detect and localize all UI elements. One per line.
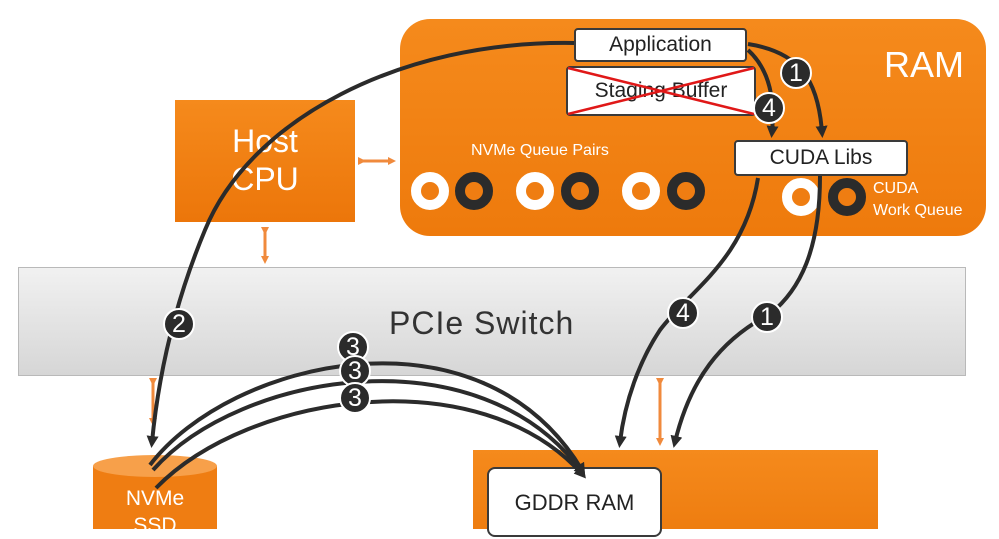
flow-arrow-4-mid — [614, 177, 760, 448]
queue-ring-filled-1 — [455, 172, 493, 210]
gddr-ram-box: GDDR RAM — [487, 467, 662, 537]
nvme-queue-pairs-label: NVMe Queue Pairs — [471, 142, 609, 159]
queue-ring-filled-3 — [667, 172, 705, 210]
step-badge-3c: 3 — [339, 382, 371, 414]
step-badge-3b: 3 — [339, 355, 371, 387]
queue-ring-open-2 — [516, 172, 554, 210]
queue-ring-filled-2 — [561, 172, 599, 210]
staging-buffer-cross — [567, 66, 755, 116]
step-badge-1-top: 1 — [780, 57, 812, 89]
queue-ring-open-3 — [622, 172, 660, 210]
application-label: Application — [609, 33, 712, 56]
step-badge-4-top: 4 — [753, 92, 785, 124]
cuda-ring-filled — [828, 178, 866, 216]
step-badge-4-mid: 4 — [667, 297, 699, 329]
flow-arrow-2 — [146, 40, 575, 448]
pcie-switch-label: PCIe Switch — [389, 305, 575, 341]
cuda-libs-box: CUDA Libs — [734, 140, 908, 176]
cuda-libs-label: CUDA Libs — [769, 146, 873, 169]
step-badge-2: 2 — [163, 308, 195, 340]
application-box: Application — [574, 28, 747, 62]
queue-ring-open-1 — [411, 172, 449, 210]
ram-label: RAM — [884, 44, 964, 85]
step-badge-1-mid: 1 — [751, 301, 783, 333]
gddr-ram-label: GDDR RAM — [514, 490, 635, 515]
cuda-work-queue-label: CUDA Work Queue — [873, 180, 963, 219]
cuda-ring-open — [782, 178, 820, 216]
